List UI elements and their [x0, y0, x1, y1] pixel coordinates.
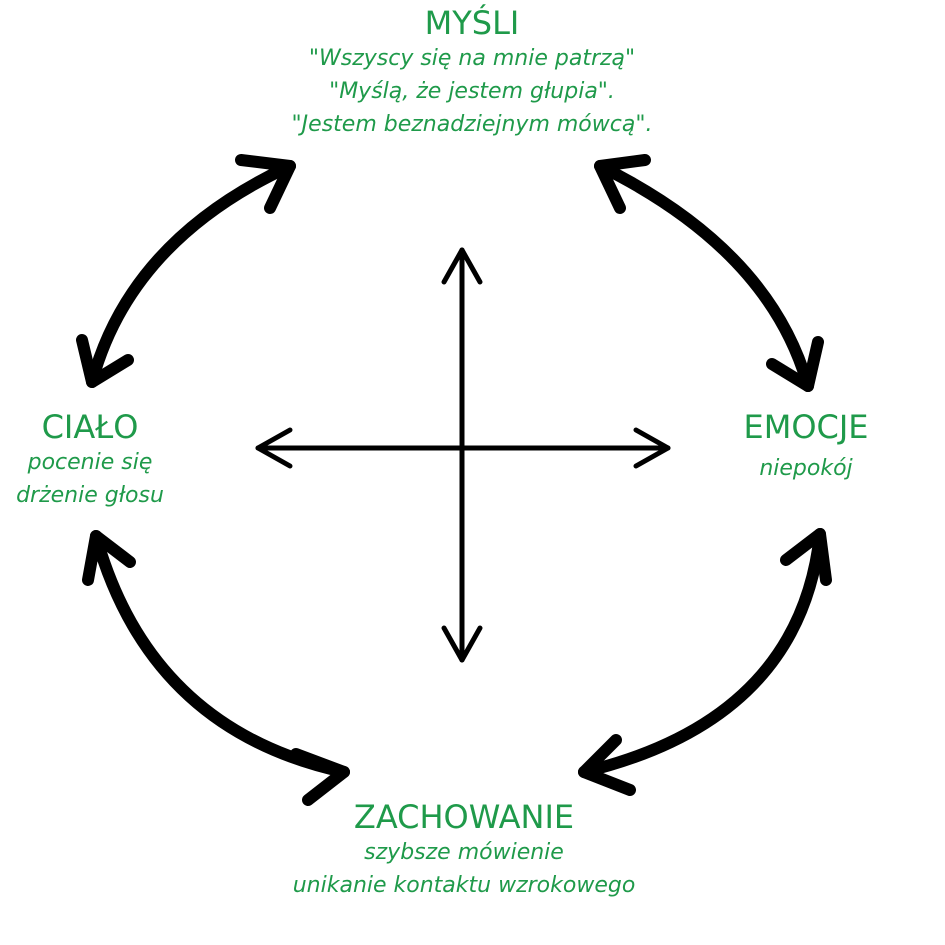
node-thoughts-heading: MYŚLI: [424, 4, 520, 42]
node-thoughts-detail-2: "Myślą, że jestem głupia".: [329, 79, 615, 104]
node-body-detail-1: pocenie się: [27, 450, 153, 475]
node-emotions-detail-1: niepokój: [759, 456, 853, 481]
cross-arrowhead-right: [633, 427, 671, 469]
node-thoughts-detail-3: "Jestem beznadziejnym mówcą".: [291, 112, 653, 137]
node-emotions: EMOCJE niepokój: [706, 408, 906, 485]
arrow-thoughts-emotions: [594, 154, 824, 392]
node-thoughts: MYŚLI "Wszyscy się na mnie patrzą" "Myśl…: [222, 4, 722, 141]
node-thoughts-detail-1: "Wszyscy się na mnie patrzą": [308, 46, 636, 71]
node-emotions-heading: EMOCJE: [743, 408, 869, 446]
node-body: CIAŁO pocenie się drżenie głosu: [0, 408, 180, 512]
cross-arrowhead-bottom: [441, 625, 483, 663]
node-behavior-detail-2: unikanie kontaktu wzrokowego: [292, 873, 636, 898]
center-cross: [255, 247, 671, 663]
node-body-detail-2: drżenie głosu: [16, 483, 164, 508]
arrow-body-behavior: [82, 530, 350, 806]
cross-arrowhead-top: [441, 247, 483, 285]
node-behavior-heading: ZACHOWANIE: [353, 798, 575, 836]
arrow-emotions-behavior: [578, 528, 832, 796]
node-behavior: ZACHOWANIE szybsze mówienie unikanie kon…: [214, 798, 714, 902]
arrow-thoughts-body: [76, 154, 296, 388]
node-body-heading: CIAŁO: [41, 408, 139, 446]
node-behavior-detail-1: szybsze mówienie: [364, 840, 564, 865]
cross-arrowhead-left: [255, 427, 293, 469]
